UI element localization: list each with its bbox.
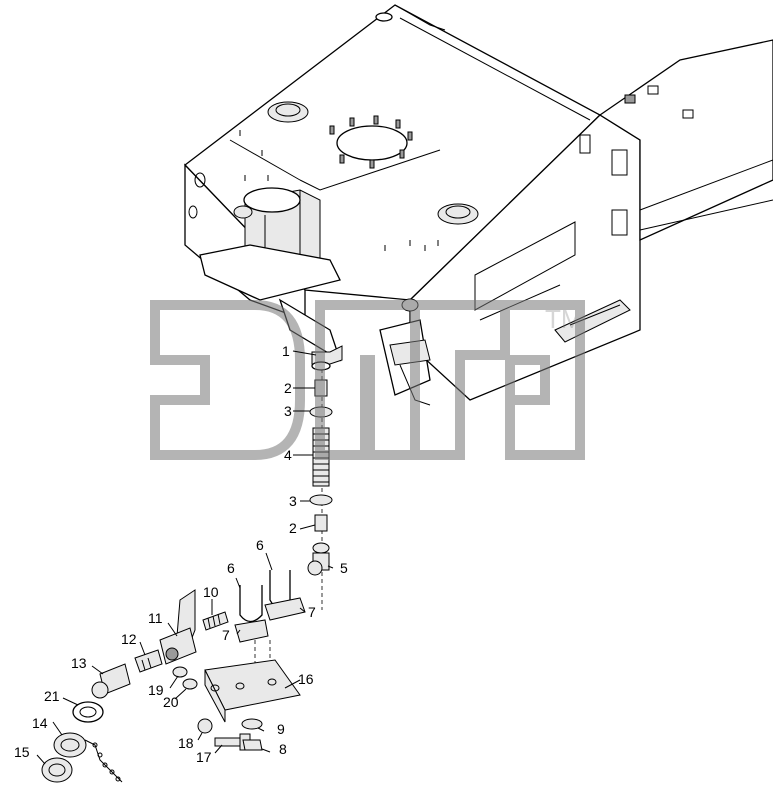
callout-5: 5 [340, 560, 348, 576]
callout-2: 2 [284, 380, 292, 396]
callout-19: 19 [148, 682, 164, 698]
callout-3-lower: 3 [289, 493, 297, 509]
cap-assembly [41, 701, 123, 783]
callout-7-upper: 7 [308, 604, 316, 620]
callout-20: 20 [163, 694, 179, 710]
part-14-cap-coupler [53, 732, 87, 758]
watermark-logo: TM [150, 300, 585, 460]
callout-14: 14 [32, 715, 48, 731]
part-16-bracket [204, 659, 301, 723]
part-2-sleeve-lower [314, 514, 328, 532]
callout-6-lower: 6 [227, 560, 235, 576]
callout-21: 21 [44, 688, 60, 704]
part-19-nut [172, 666, 188, 678]
part-8-nut [242, 739, 263, 751]
callout-6-upper: 6 [256, 537, 264, 553]
part-18-washer [197, 718, 213, 734]
callout-18: 18 [178, 735, 194, 751]
callout-17: 17 [196, 749, 212, 765]
callout-11: 11 [148, 610, 163, 626]
callouts: 1 2 3 4 3 2 5 6 6 7 7 10 11 12 13 16 19 … [14, 343, 348, 765]
callout-9: 9 [277, 721, 285, 737]
part-7-clamp-lower [234, 619, 269, 643]
part-3-clamp-lower [309, 494, 333, 506]
callout-7-lower: 7 [222, 627, 230, 643]
callout-13: 13 [71, 655, 87, 671]
callout-3: 3 [284, 403, 292, 419]
callout-1: 1 [282, 343, 290, 359]
part-20-washer [182, 678, 198, 690]
callout-10: 10 [203, 584, 219, 600]
part-21-gasket [72, 701, 104, 723]
part-6-u-bolt-lower [239, 585, 263, 623]
callout-15: 15 [14, 744, 30, 760]
callout-12: 12 [121, 631, 137, 647]
callout-2-lower: 2 [289, 520, 297, 536]
machine-frame [184, 4, 773, 406]
part-9-washer [241, 718, 263, 730]
part-5-elbow-fitting [307, 542, 330, 576]
valve-assembly [91, 589, 229, 699]
part-11-valve [159, 589, 197, 665]
part-13-adapter [91, 663, 131, 699]
part-15-dust-cap [41, 757, 73, 783]
trademark-symbol: TM [545, 304, 583, 334]
part-10-nipple [202, 611, 229, 631]
part-12-fitting [134, 649, 163, 673]
callout-8: 8 [279, 741, 287, 757]
callout-4: 4 [284, 447, 292, 463]
fasteners [197, 718, 263, 751]
cap-chain [84, 739, 123, 783]
leader-lines [36, 350, 334, 765]
callout-16: 16 [298, 671, 314, 687]
